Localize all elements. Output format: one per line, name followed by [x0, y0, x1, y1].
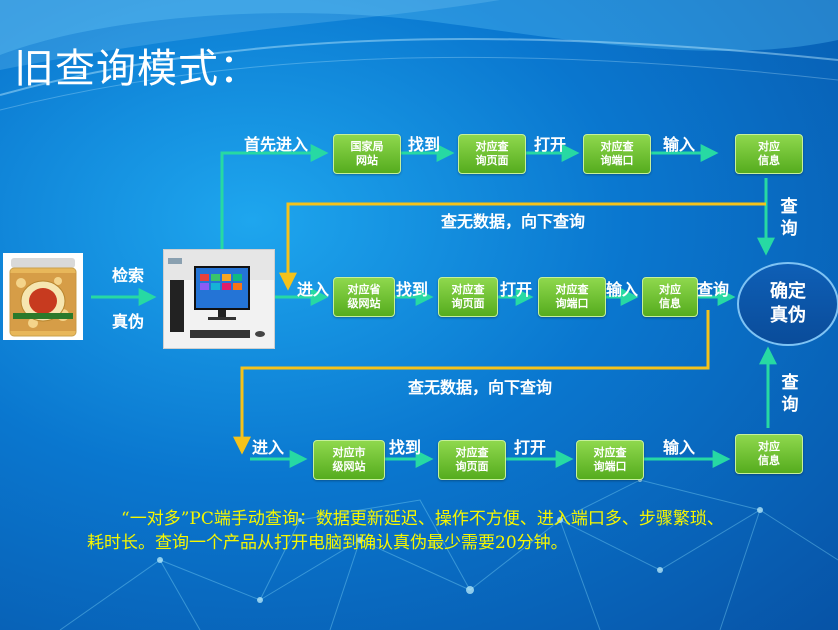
row3-step-query-port: 对应查 询端口	[576, 440, 644, 480]
row3-step-info: 对应 信息	[735, 434, 803, 474]
row1-edge-open: 打开	[534, 135, 567, 154]
row2-edge-find: 找到	[396, 280, 429, 299]
fallback-arrow-1	[279, 202, 766, 291]
product-jar-image	[3, 253, 83, 340]
row2-step-province-site: 对应省 级网站	[333, 277, 395, 317]
row3-edge-input: 输入	[663, 438, 696, 457]
arrow-to-row1	[220, 144, 329, 250]
row3-edge-open: 打开	[514, 438, 547, 457]
row2-step-query-page: 对应查 询页面	[438, 277, 498, 317]
row2-step-query-port: 对应查 询端口	[538, 277, 606, 317]
row1-edge-input: 输入	[663, 135, 696, 154]
row1-edge-find: 找到	[408, 135, 441, 154]
search-label: 检索	[112, 266, 145, 285]
row3-enter-label: 进入	[252, 438, 285, 457]
row1-step-national-site: 国家局 网站	[333, 134, 401, 174]
row2-fallback-label: 查无数据，向下查询	[408, 378, 553, 397]
row1-step-query-page: 对应查 询页面	[458, 134, 526, 174]
row2-enter-label: 进入	[297, 280, 330, 299]
target-verify-authenticity: 确定 真伪	[737, 262, 838, 346]
summary-note: “一对多”PC端手动查询：数据更新延迟、操作不方便、进入端口多、步骤繁琐、耗时长…	[87, 509, 724, 553]
row1-start-label: 首先进入	[244, 135, 309, 154]
page-title: 旧查询模式：	[14, 46, 260, 92]
row2-edge-input: 输入	[606, 280, 639, 299]
row2-edge-open: 打开	[500, 280, 533, 299]
row1-down-label: 查询	[780, 197, 798, 239]
verify-label: 真伪	[112, 312, 145, 331]
row1-step-query-port: 对应查 询端口	[583, 134, 651, 174]
row2-step-info: 对应 信息	[642, 277, 698, 317]
row1-fallback-label: 查无数据，向下查询	[441, 212, 586, 231]
row3-edge-find: 找到	[389, 438, 422, 457]
row3-step-query-page: 对应查 询页面	[438, 440, 506, 480]
row2-to-target-label: 查询	[697, 280, 730, 299]
row3-up-label: 查询	[781, 373, 799, 415]
row1-step-info: 对应 信息	[735, 134, 803, 174]
desktop-computer-image	[163, 249, 275, 349]
fallback-arrow-2	[233, 310, 710, 455]
row3-step-city-site: 对应市 级网站	[313, 440, 385, 480]
